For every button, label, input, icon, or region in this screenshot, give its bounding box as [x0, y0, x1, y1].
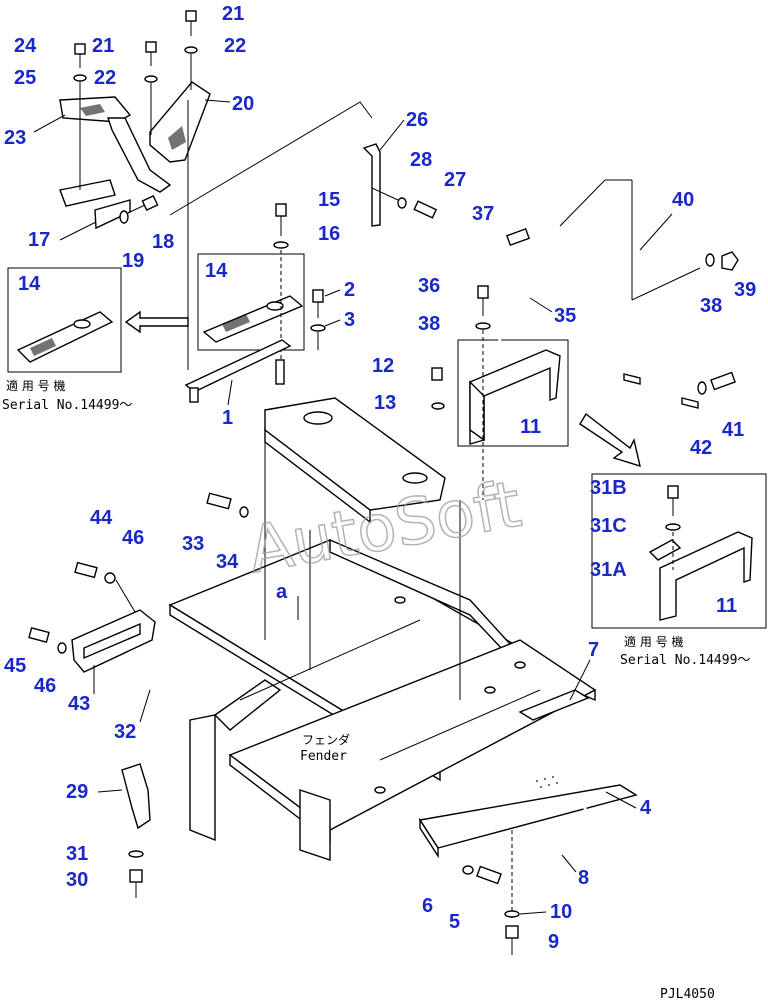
- callout-11-main: 11: [520, 416, 541, 438]
- callout-1: 1: [222, 407, 233, 429]
- drawing-code: PJL4050: [660, 987, 715, 1001]
- callout-27: 27: [444, 169, 466, 191]
- callout-37: 37: [472, 203, 494, 225]
- rod-35: [496, 179, 632, 351]
- callout-46: 46: [34, 675, 56, 697]
- callout-9: 9: [548, 931, 559, 953]
- callout-42: 42: [690, 437, 712, 459]
- callout-12: 12: [372, 355, 394, 377]
- callout-36: 36: [418, 275, 440, 297]
- part-11-bracket: [431, 285, 569, 500]
- callout-43: 43: [68, 693, 90, 715]
- callout-21: 21: [92, 35, 114, 57]
- callout-24: 24: [14, 35, 37, 57]
- serial-jp-left: 適 用 号 機: [6, 378, 65, 393]
- callout-35: 35: [554, 305, 576, 327]
- callout-26: 26: [406, 109, 428, 131]
- callouts: 1 2 3 4 5 6 7 8 9 10 11 11 12 13 14 14 1…: [4, 3, 756, 953]
- callout-31B: 31B: [590, 477, 627, 499]
- callout-22-top: 22: [224, 35, 246, 57]
- callout-40: 40: [672, 189, 694, 211]
- callout-19: 19: [122, 250, 144, 272]
- callout-38: 38: [418, 313, 440, 335]
- fender-en: Fender: [300, 749, 347, 764]
- step-43: [28, 561, 184, 703]
- callout-a: a: [276, 581, 288, 603]
- callout-31A: 31A: [590, 559, 627, 581]
- callout-16: 16: [318, 223, 340, 245]
- inset-arrow: [579, 412, 641, 468]
- callout-20: 20: [232, 93, 254, 115]
- right-inset: [591, 473, 767, 629]
- callout-39: 39: [734, 279, 756, 301]
- callout-25: 25: [14, 67, 36, 89]
- leader-lines: [33, 99, 673, 915]
- upper-bracket-assembly: [59, 10, 211, 230]
- callout-21-top: 21: [222, 3, 244, 25]
- callout-22: 22: [94, 67, 116, 89]
- main-frame: [168, 397, 638, 861]
- serial-right: Serial No.14499～: [620, 653, 750, 668]
- callout-2: 2: [344, 279, 355, 301]
- callout-23: 23: [4, 127, 26, 149]
- handrail-40: [598, 180, 739, 409]
- callout-14-main: 14: [205, 260, 228, 282]
- bolt-33: [206, 492, 249, 518]
- callout-17: 17: [28, 229, 50, 251]
- callout-28: 28: [410, 149, 432, 171]
- callout-34: 34: [216, 551, 239, 573]
- left-inset: [7, 267, 189, 373]
- bracket-29: [121, 763, 151, 898]
- callout-31: 31: [66, 843, 88, 865]
- callout-13: 13: [374, 392, 396, 414]
- plate-holes: [536, 776, 558, 788]
- callout-41: 41: [722, 419, 744, 441]
- callout-38-right: 38: [700, 295, 722, 317]
- callout-8: 8: [578, 867, 589, 889]
- callout-30: 30: [66, 869, 88, 891]
- callout-33: 33: [182, 533, 204, 555]
- bracket-26: [362, 143, 438, 227]
- part-1-and-14: [184, 203, 326, 403]
- callout-6: 6: [422, 895, 433, 917]
- callout-32: 32: [114, 721, 136, 743]
- callout-3: 3: [344, 309, 355, 331]
- fender-jp: フェンダ: [302, 732, 350, 747]
- callout-14-inset: 14: [18, 273, 41, 295]
- callout-44: 44: [90, 507, 113, 529]
- callout-29: 29: [66, 781, 88, 803]
- callout-7: 7: [588, 639, 599, 661]
- callout-18: 18: [152, 231, 174, 253]
- callout-4: 4: [640, 797, 652, 819]
- callout-15: 15: [318, 189, 340, 211]
- callout-10: 10: [550, 901, 572, 923]
- handle-8: [462, 802, 587, 955]
- callout-5: 5: [449, 911, 460, 933]
- callout-45: 45: [4, 655, 26, 677]
- callout-46-top: 46: [122, 527, 144, 549]
- guide-line: [169, 101, 373, 216]
- serial-left: Serial No.14499～: [2, 398, 132, 413]
- callout-31C: 31C: [590, 515, 627, 537]
- serial-jp-right: 適 用 号 機: [624, 634, 683, 649]
- callout-11-inset: 11: [716, 595, 737, 617]
